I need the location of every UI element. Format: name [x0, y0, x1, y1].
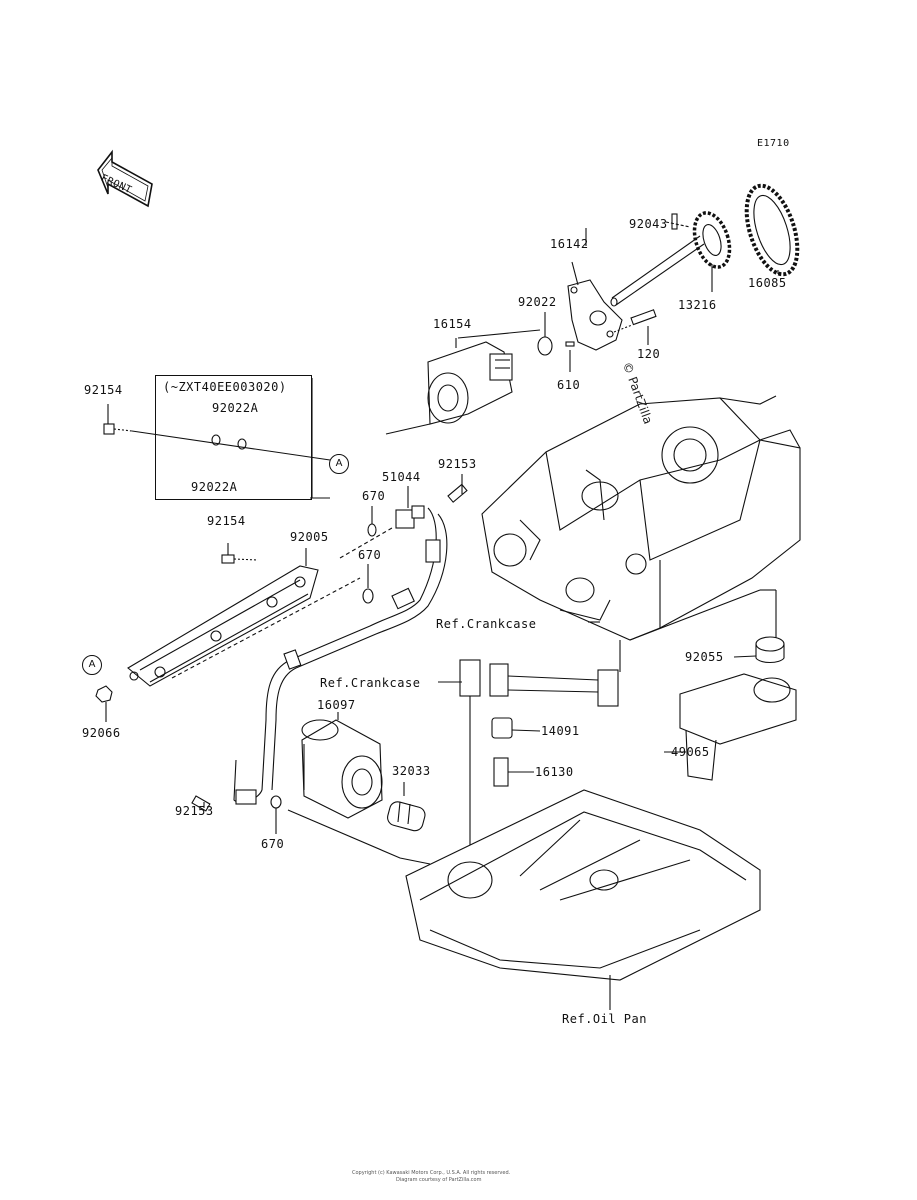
- bolt-92154-top-icon: [103, 423, 331, 461]
- bolt-120-icon: [613, 309, 657, 333]
- bolt-92153-top-icon: [447, 483, 468, 503]
- part-label-92022[interactable]: 92022: [518, 295, 557, 309]
- variant-part-top: 92022A: [212, 401, 259, 415]
- nozzle-16130-icon: [493, 757, 509, 787]
- oil-pipe-icon: [127, 565, 319, 687]
- part-label-16130[interactable]: 16130: [535, 765, 574, 779]
- pin-610-icon: [565, 341, 575, 347]
- gear-16085-icon: [744, 183, 800, 277]
- front-arrow-icon: [97, 149, 153, 208]
- pump-shaft-gear-icon: [610, 211, 732, 307]
- part-label-92153-top[interactable]: 92153: [438, 457, 477, 471]
- part-label-92154-mid[interactable]: 92154: [207, 514, 246, 528]
- variant-box: [155, 375, 312, 500]
- bolt-92153-bottom-icon: [191, 795, 211, 812]
- part-label-16097[interactable]: 16097: [317, 698, 356, 712]
- oil-hose-icon: [233, 507, 448, 805]
- ref-crankcase-2[interactable]: Ref.Crankcase: [320, 676, 421, 690]
- circle-ref-a-left: A: [82, 655, 102, 675]
- part-label-92055[interactable]: 92055: [685, 650, 724, 664]
- diagram-code: E1710: [757, 138, 790, 149]
- part-label-92066[interactable]: 92066: [82, 726, 121, 740]
- part-label-610[interactable]: 610: [557, 378, 581, 392]
- part-label-51044[interactable]: 51044: [382, 470, 421, 484]
- o-ring-670-b-icon: [362, 588, 374, 604]
- oil-filter-icon: [301, 719, 383, 819]
- oil-pipe-connector-icon: [459, 659, 619, 707]
- part-label-49065[interactable]: 49065: [671, 745, 710, 759]
- part-label-16085[interactable]: 16085: [748, 276, 787, 290]
- footer-courtesy: Diagram courtesy of PartZilla.com: [396, 1177, 482, 1183]
- o-ring-670-a-icon: [367, 523, 377, 537]
- part-label-16142[interactable]: 16142: [550, 237, 589, 251]
- bolt-92154-icon: [221, 554, 259, 564]
- part-label-32033[interactable]: 32033: [392, 764, 431, 778]
- circle-ref-a-right: A: [329, 454, 349, 474]
- oil-strainer-icon: [679, 673, 797, 781]
- pump-body-icon: [427, 341, 513, 425]
- part-label-92154-top[interactable]: 92154: [84, 383, 123, 397]
- part-label-670-c[interactable]: 670: [261, 837, 285, 851]
- part-label-16154[interactable]: 16154: [433, 317, 472, 331]
- part-label-670-b[interactable]: 670: [358, 548, 382, 562]
- variant-box-title: (~ZXT40EE003020): [163, 380, 287, 394]
- variant-part-bottom: 92022A: [191, 480, 238, 494]
- cap-92055-icon: [755, 636, 785, 664]
- nozzle-14091-icon: [491, 717, 513, 739]
- part-label-670-a[interactable]: 670: [362, 489, 386, 503]
- footer-copyright: Copyright (c) Kawasaki Motors Corp., U.S…: [352, 1170, 511, 1176]
- part-label-14091[interactable]: 14091: [541, 724, 580, 738]
- ref-oil-pan[interactable]: Ref.Oil Pan: [562, 1012, 647, 1026]
- part-label-92153-bottom[interactable]: 92153: [175, 804, 214, 818]
- pump-cover-icon: [567, 279, 623, 351]
- fitting-51044-icon: [395, 505, 425, 529]
- crankcase-icon: [481, 395, 801, 641]
- ring-92022-icon: [537, 336, 553, 356]
- oil-bypass-32033-icon: [387, 801, 426, 832]
- part-label-120[interactable]: 120: [637, 347, 661, 361]
- nut-92066-icon: [95, 685, 113, 703]
- ref-crankcase-1[interactable]: Ref.Crankcase: [436, 617, 537, 631]
- part-label-13216[interactable]: 13216: [678, 298, 717, 312]
- o-ring-670-c-icon: [270, 795, 282, 809]
- part-label-92005[interactable]: 92005: [290, 530, 329, 544]
- oil-pan-icon: [405, 789, 761, 981]
- part-label-92043[interactable]: 92043: [629, 217, 668, 231]
